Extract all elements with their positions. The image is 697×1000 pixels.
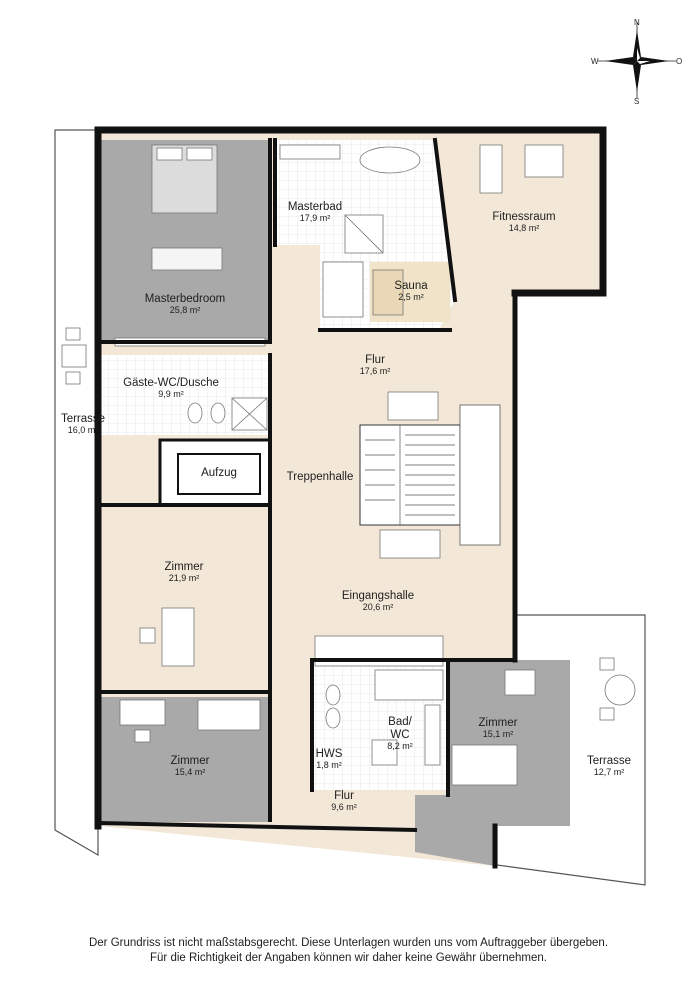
stair-steps <box>365 425 455 525</box>
furniture <box>61 144 636 786</box>
disclaimer-line2: Für die Richtigkeit der Angaben können w… <box>150 952 547 964</box>
zimmer-bottom-label: Zimmer <box>171 755 210 767</box>
terrace-west <box>54 129 99 857</box>
masterbad-label: Masterbad <box>288 201 342 213</box>
bad-wc-area: 8,2 m² <box>387 741 413 751</box>
compass-north: N <box>634 18 640 27</box>
sauna-label: Sauna <box>394 280 428 292</box>
zimmer-bottom-area: 15,4 m² <box>175 767 206 777</box>
fitnessraum-area: 14,8 m² <box>509 223 540 233</box>
terrasse-east-area: 12,7 m² <box>594 767 625 777</box>
eingangshalle-label: Eingangshalle <box>342 590 414 602</box>
zimmer-mid-label: Zimmer <box>165 561 204 573</box>
treppenhalle-label: Treppenhalle <box>287 471 354 483</box>
terrasse-east-label: Terrasse <box>587 755 631 767</box>
disclaimer-line1: Der Grundriss ist nicht maßstabsgerecht.… <box>88 937 609 949</box>
walls <box>94 126 607 869</box>
flur-bottom-area: 9,6 m² <box>331 802 357 812</box>
zimmer-right-area: 15,1 m² <box>483 729 514 739</box>
terrasse-west-label: Terrasse <box>61 413 105 425</box>
compass-west: W <box>591 57 599 66</box>
fitnessraum-label: Fitnessraum <box>492 211 555 223</box>
disclaimer: Der Grundriss ist nicht maßstabsgerecht.… <box>0 936 697 966</box>
masterbedroom-area: 25,8 m² <box>170 305 201 315</box>
masterbad-area: 17,9 m² <box>300 213 331 223</box>
flur-top-label: Flur <box>365 354 385 366</box>
floor-plan: N O S W <box>54 18 682 886</box>
zimmer-right-label: Zimmer <box>479 717 518 729</box>
sauna-area: 2,5 m² <box>398 292 424 302</box>
eingangshalle-area: 20,6 m² <box>363 602 394 612</box>
bad-wc-label-line1: Bad/ <box>388 716 412 728</box>
compass-south: S <box>634 97 639 106</box>
hws-area: 1,8 m² <box>316 760 342 770</box>
hws-label: HWS <box>316 748 343 760</box>
flur-bottom-label: Flur <box>334 790 354 802</box>
compass-rose-icon <box>598 22 676 98</box>
gaeste-wc-label: Gäste-WC/Dusche <box>123 377 219 389</box>
bad-wc-label-line2: WC <box>390 729 409 741</box>
zimmer-mid-area: 21,9 m² <box>169 573 200 583</box>
flur-top-area: 17,6 m² <box>360 366 391 376</box>
terrasse-west-area: 16,0 m² <box>68 425 99 435</box>
compass-east: O <box>676 57 682 66</box>
aufzug-label: Aufzug <box>201 467 237 479</box>
masterbedroom-label: Masterbedroom <box>145 293 226 305</box>
gaeste-wc-area: 9,9 m² <box>158 389 184 399</box>
